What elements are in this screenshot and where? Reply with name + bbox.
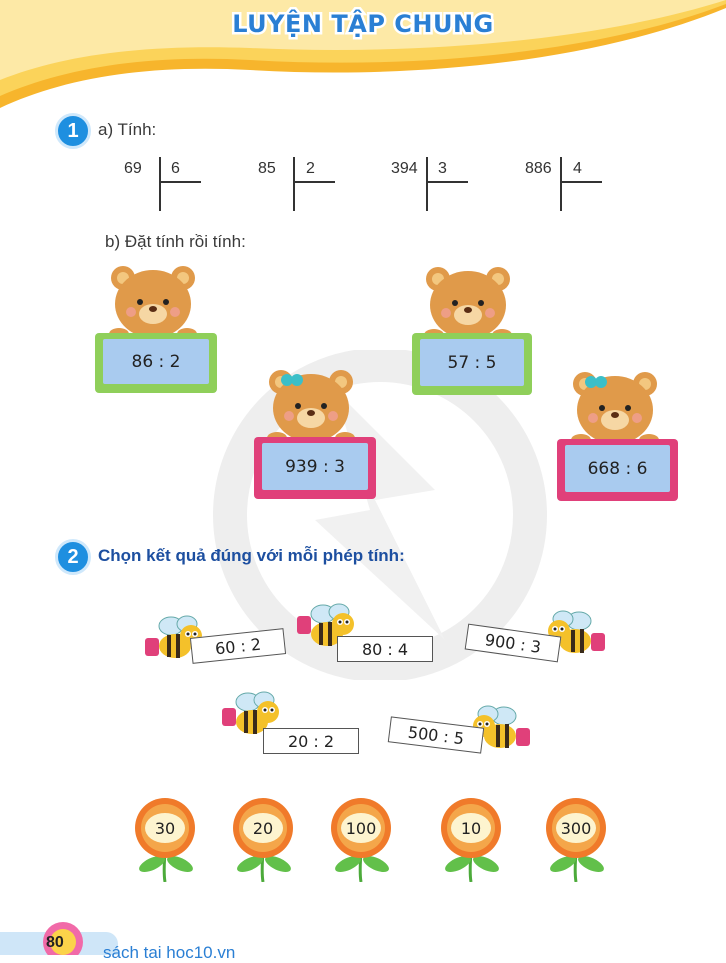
exercise-1a-label: a) Tính: (98, 120, 157, 139)
expression-card[interactable]: 20 : 2 (263, 728, 359, 754)
exercise-2-number: 2 (55, 539, 91, 575)
flower-value: 30 (145, 813, 185, 843)
exercise-1b-label: b) Đặt tính rồi tính: (105, 232, 246, 251)
flower-value: 10 (451, 813, 491, 843)
expression-card[interactable]: 80 : 4 (337, 636, 433, 662)
division-line (293, 181, 335, 183)
board-expression: 86 : 2 (103, 339, 209, 384)
bee-icon (297, 603, 354, 646)
bear-icon (424, 267, 512, 341)
watermark-logo (213, 350, 547, 680)
bee-icon (473, 705, 530, 748)
divisor: 6 (171, 160, 180, 177)
divisor: 2 (306, 160, 315, 177)
problem-board: 57 : 5 (412, 333, 532, 395)
bear-icon (267, 370, 355, 444)
board-expression: 57 : 5 (420, 339, 524, 386)
division-line (560, 181, 602, 183)
flower-value: 20 (243, 813, 283, 843)
page-flower-icon (43, 922, 83, 955)
division-line (159, 181, 201, 183)
page-title: LUYỆN TẬP CHUNG (230, 8, 496, 41)
problem-board: 668 : 6 (557, 439, 678, 501)
board-expression: 939 : 3 (262, 443, 368, 490)
header-banner (0, 0, 726, 108)
division-bar (426, 157, 428, 211)
bear-icon (571, 372, 659, 446)
problem-board: 86 : 2 (95, 333, 217, 393)
division-bar (159, 157, 161, 211)
dividend: 394 (391, 160, 418, 177)
dividend: 886 (525, 160, 552, 177)
division-line (426, 181, 468, 183)
problem-board: 939 : 3 (254, 437, 376, 499)
bear-icon (109, 266, 197, 340)
page-number: 80 (46, 934, 64, 951)
division-bar (293, 157, 295, 211)
dividend: 85 (258, 160, 276, 177)
exercise-2-title: Chọn kết quả đúng với mỗi phép tính: (98, 546, 405, 565)
exercise-1-number: 1 (55, 113, 91, 149)
bee-icon (145, 615, 202, 658)
bee-icon (222, 691, 279, 734)
board-expression: 668 : 6 (565, 445, 670, 492)
flower-value: 100 (341, 813, 381, 843)
footer-link[interactable]: sách tai hoc10.vn (103, 943, 236, 962)
divisor: 3 (438, 160, 447, 177)
flower-value: 300 (556, 813, 596, 843)
dividend: 69 (124, 160, 142, 177)
divisor: 4 (573, 160, 582, 177)
division-bar (560, 157, 562, 211)
